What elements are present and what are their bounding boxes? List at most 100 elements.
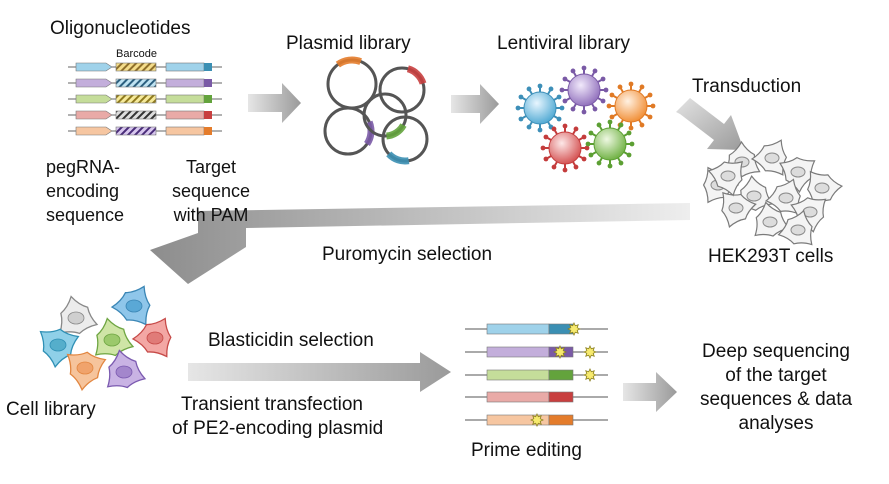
hek-cell [707, 161, 744, 197]
pam-segment [204, 79, 212, 87]
virus-capsid [567, 73, 601, 107]
library-cell-nucleus [49, 338, 67, 352]
virus-spike-tip [639, 122, 645, 128]
virus-spike-tip [585, 141, 591, 147]
cell-library-graphic [39, 285, 172, 392]
hek-cell-nucleus [814, 182, 830, 194]
edit-star-icon [567, 322, 581, 336]
virus-spike-tip [570, 68, 576, 74]
label-target-line2: sequence [171, 181, 251, 201]
library-cell [110, 285, 151, 326]
plasmid-library-graphic [323, 56, 429, 165]
hek-cell [790, 197, 827, 233]
plasmid-insert [335, 56, 362, 68]
pegrna-segment [75, 126, 113, 136]
plasmid [378, 65, 427, 114]
virus-spike-tip [562, 98, 568, 104]
plasmid-ring [378, 66, 426, 114]
barcode-segment [115, 110, 157, 120]
label-deep-seq-line2: of the target [725, 365, 827, 386]
virus-spike-tip [526, 86, 532, 92]
prime-edit-target [486, 346, 550, 358]
hek-cell [721, 191, 757, 229]
library-cell [94, 317, 135, 357]
lentivirus [559, 65, 609, 115]
label-hek293t-cells: HEK293T cells [708, 246, 834, 267]
virus-spike-tip [559, 87, 565, 93]
hek-cell-nucleus [764, 152, 780, 164]
virus-spike-tip [588, 130, 594, 136]
virus-spike-tip [588, 152, 594, 158]
plasmid-insert [363, 120, 375, 146]
hek293t-cells-graphic [702, 139, 844, 246]
label-oligonucleotides: Oligonucleotides [50, 18, 191, 39]
virus-spike-tip [609, 114, 615, 120]
plasmid-insert [406, 65, 427, 85]
prime-edit-target [486, 369, 550, 381]
label-pe2-plasmid: of PE2-encoding plasmid [172, 418, 384, 439]
library-cell-nucleus [146, 331, 164, 345]
virus-spike-tip [596, 160, 602, 166]
library-cell-nucleus [67, 311, 85, 325]
target-segment [165, 94, 205, 104]
pegrna-segment [75, 110, 113, 120]
hek-cell [754, 201, 791, 237]
library-cell [106, 349, 147, 389]
virus-spike-tip [543, 156, 549, 162]
prime-edit-pam [548, 414, 574, 426]
arrow-puromycin [150, 203, 690, 284]
pegrna-segment [75, 78, 113, 88]
virus-spike-tip [559, 105, 565, 111]
virus-spike-tip [562, 123, 568, 129]
virus-capsid [614, 89, 648, 123]
label-target-sequence: Target sequence with PAM [155, 155, 267, 227]
hek-cell [750, 139, 788, 176]
library-cell-nucleus [125, 299, 143, 313]
prime-editing-constructs [465, 322, 608, 427]
virus-spike-tip [618, 122, 624, 128]
virus-spike-tip [551, 126, 557, 132]
hek-cell-nucleus [720, 170, 736, 182]
label-target-line1: Target [185, 157, 237, 177]
virus-spike-tip [543, 134, 549, 140]
library-cell [66, 351, 107, 392]
label-deep-seq-line1: Deep sequencing [702, 341, 850, 362]
pam-segment [204, 127, 212, 135]
virus-spike-tip [540, 145, 546, 151]
hek-cell-nucleus [778, 192, 794, 204]
virus-spike-tip [639, 84, 645, 90]
virus-spike-tip [592, 68, 598, 74]
virus-spike-tip [626, 152, 632, 158]
plasmid-insert [385, 123, 407, 140]
plasmid [381, 115, 429, 165]
virus-spike-tip [537, 127, 543, 133]
oligo-row [68, 94, 222, 104]
lentivirus [515, 83, 565, 133]
virus-spike-tip [607, 119, 613, 125]
oligo-row [68, 110, 222, 120]
edit-star-icon [530, 413, 544, 427]
edit-star-icon [583, 368, 597, 382]
prime-edit-target [486, 391, 550, 403]
prime-edit-row [465, 413, 608, 427]
virus-spike-tip [600, 98, 606, 104]
virus-spike-tip [551, 164, 557, 170]
hek-cell [778, 156, 816, 194]
barcode-segment [115, 126, 157, 136]
virus-spike-tip [526, 124, 532, 130]
lentivirus [606, 81, 656, 131]
barcode-segment [115, 62, 157, 72]
hek-cell-nucleus [762, 216, 778, 228]
arrow-transduction [676, 98, 744, 150]
barcode-segment [115, 78, 157, 88]
lentivirus [585, 119, 635, 169]
label-prime-editing: Prime editing [471, 440, 582, 461]
virus-spike-tip [596, 122, 602, 128]
virus-capsid [548, 131, 582, 165]
label-barcode: Barcode [116, 48, 157, 60]
pegrna-segment [75, 62, 113, 72]
label-blasticidin-selection: Blasticidin selection [208, 330, 374, 351]
virus-spike-tip [592, 106, 598, 112]
prime-edit-row [465, 391, 608, 403]
oligo-row [68, 126, 222, 136]
